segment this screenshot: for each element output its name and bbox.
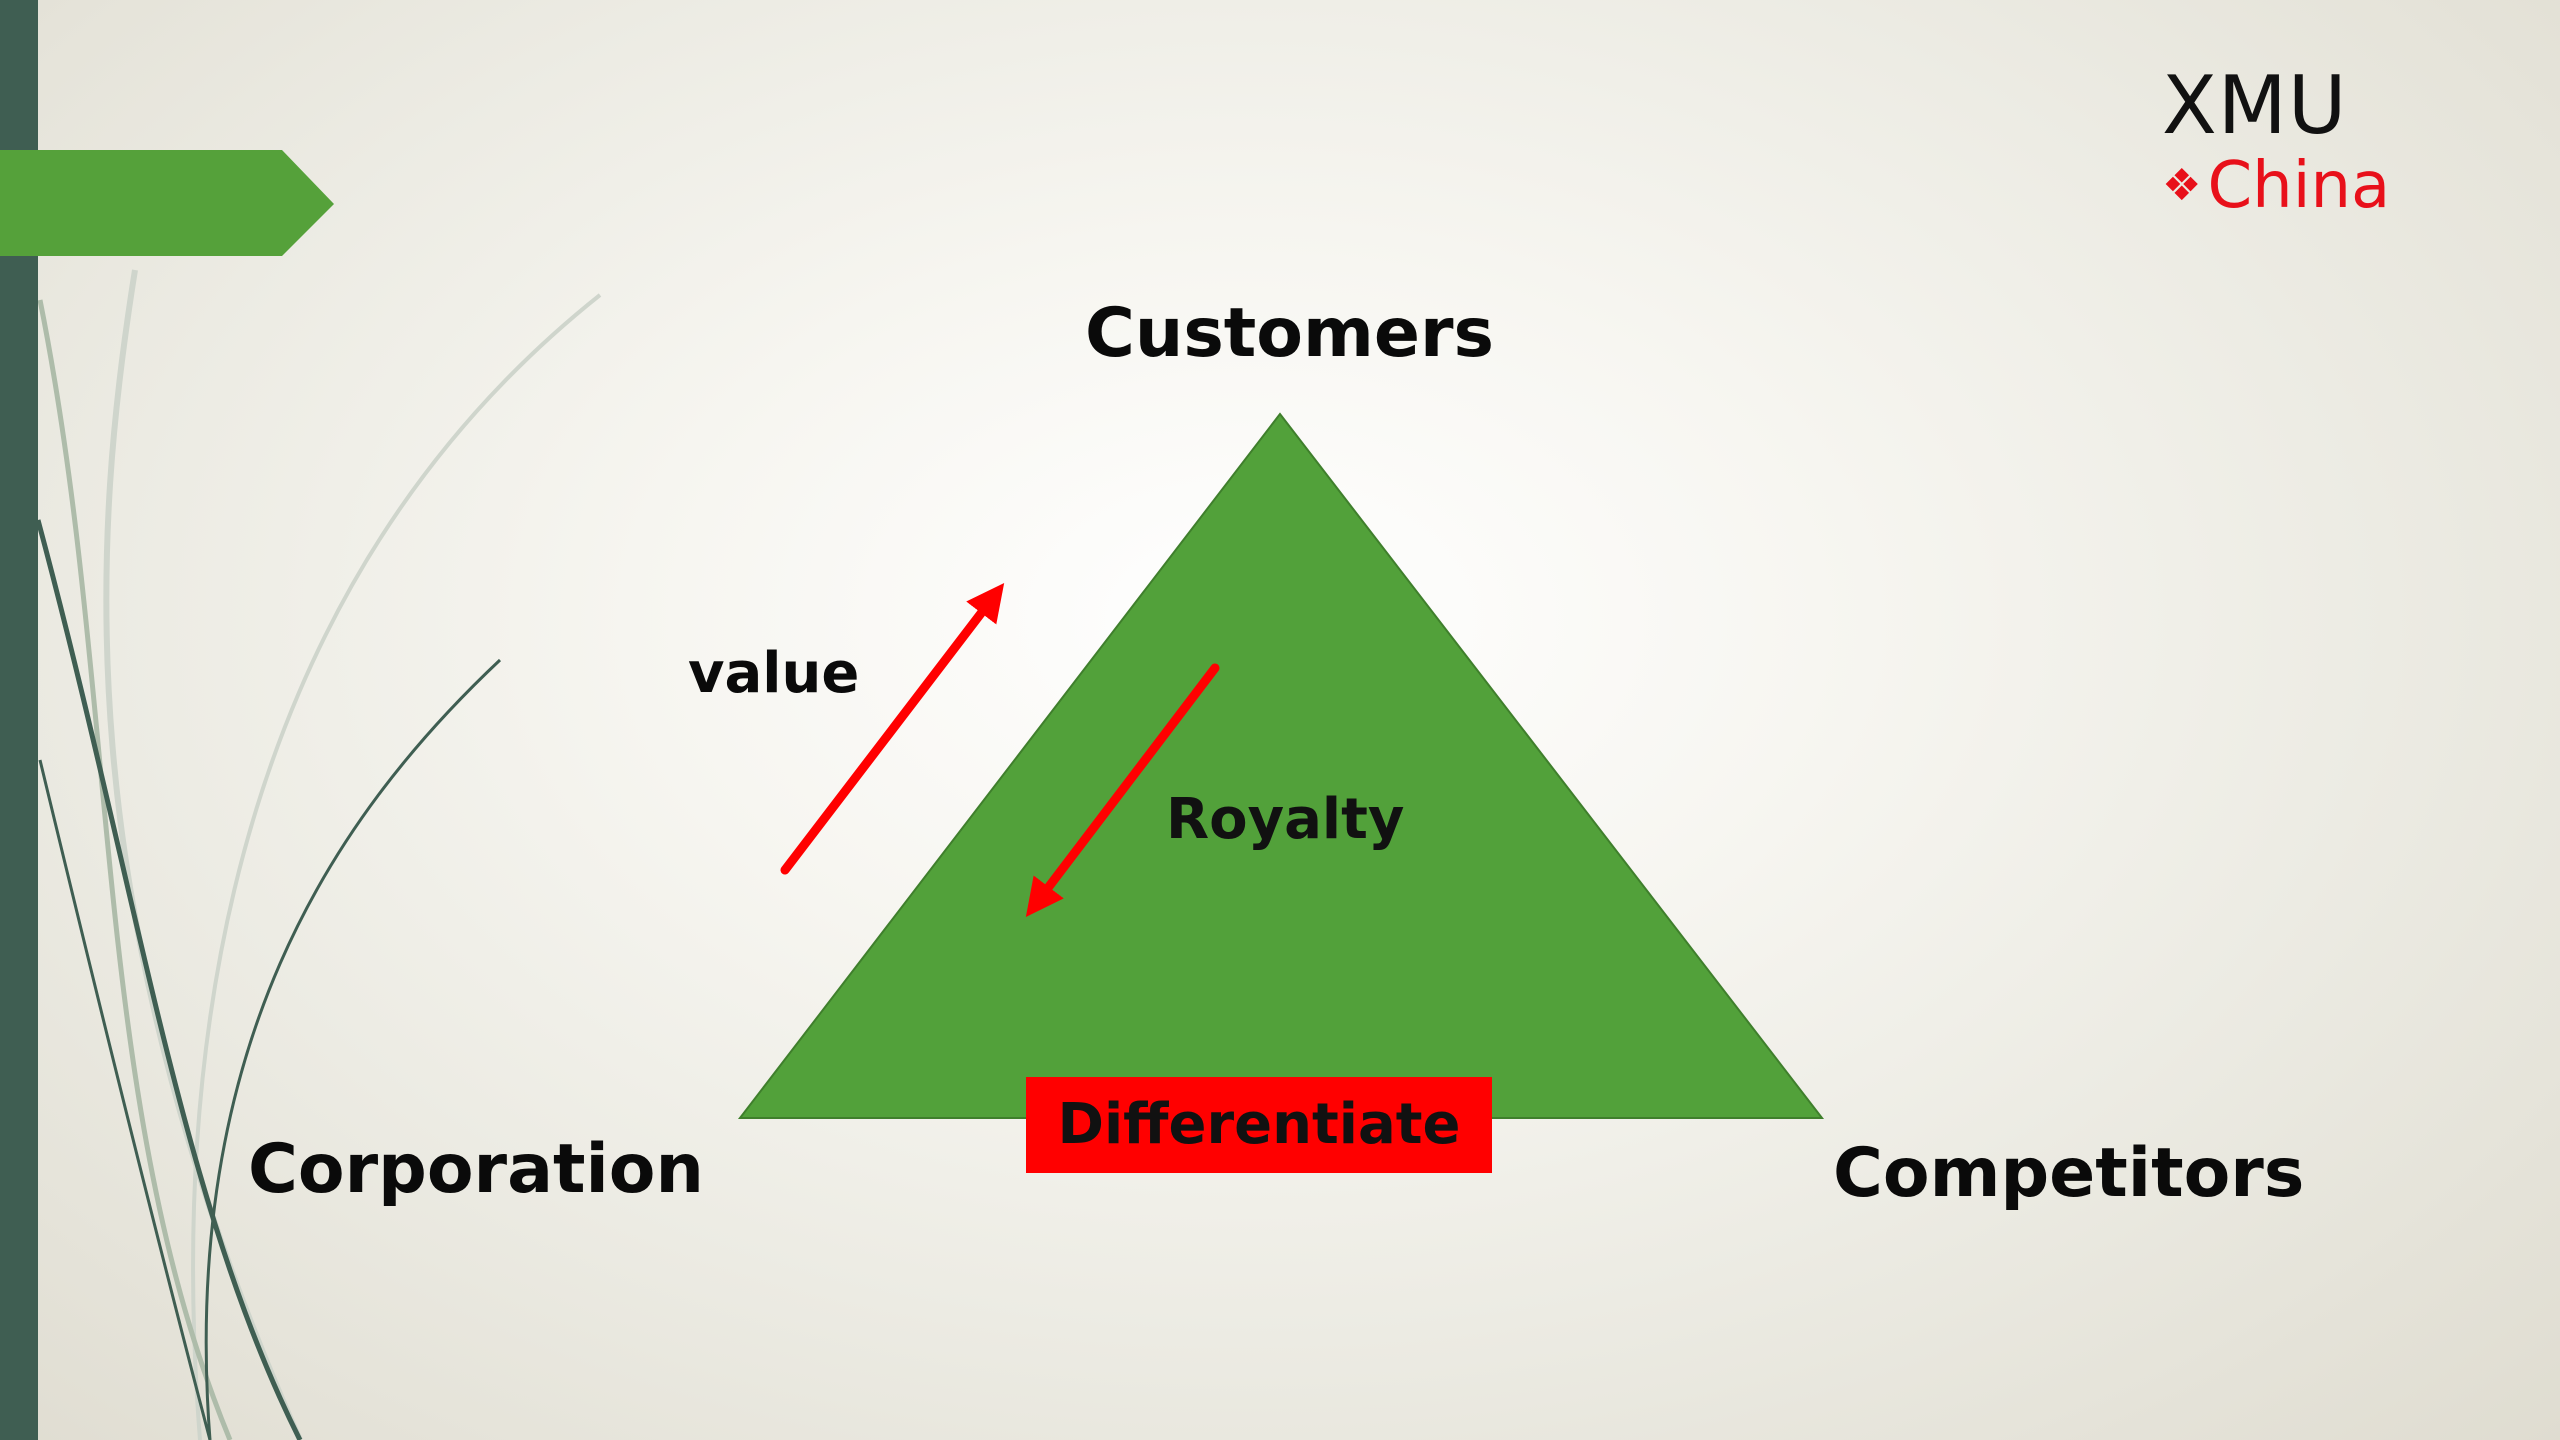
title-tab-shape — [0, 150, 334, 256]
logo-xmu-text: XMU — [2162, 59, 2348, 152]
differentiate-box: Differentiate — [1026, 1077, 1492, 1173]
corporation-label: Corporation — [248, 1130, 704, 1209]
arrow-up-right-icon — [780, 582, 1005, 875]
arrow-down-left-icon — [1025, 663, 1220, 918]
value-label: value — [688, 641, 860, 706]
logo-china-row: ❖ China — [2162, 154, 2422, 218]
differentiate-label: Differentiate — [1057, 1092, 1461, 1157]
logo-china-text: China — [2207, 149, 2391, 223]
royalty-label: Royalty — [1166, 787, 1405, 852]
decorative-grass-curves — [35, 269, 602, 1440]
triangle-shape — [737, 412, 1825, 1119]
competitors-label: Competitors — [1833, 1134, 2305, 1213]
customers-label: Customers — [1085, 294, 1494, 373]
four-diamond-icon: ❖ — [2162, 160, 2202, 211]
xmu-china-logo: XMU ❖ China — [2162, 59, 2422, 219]
